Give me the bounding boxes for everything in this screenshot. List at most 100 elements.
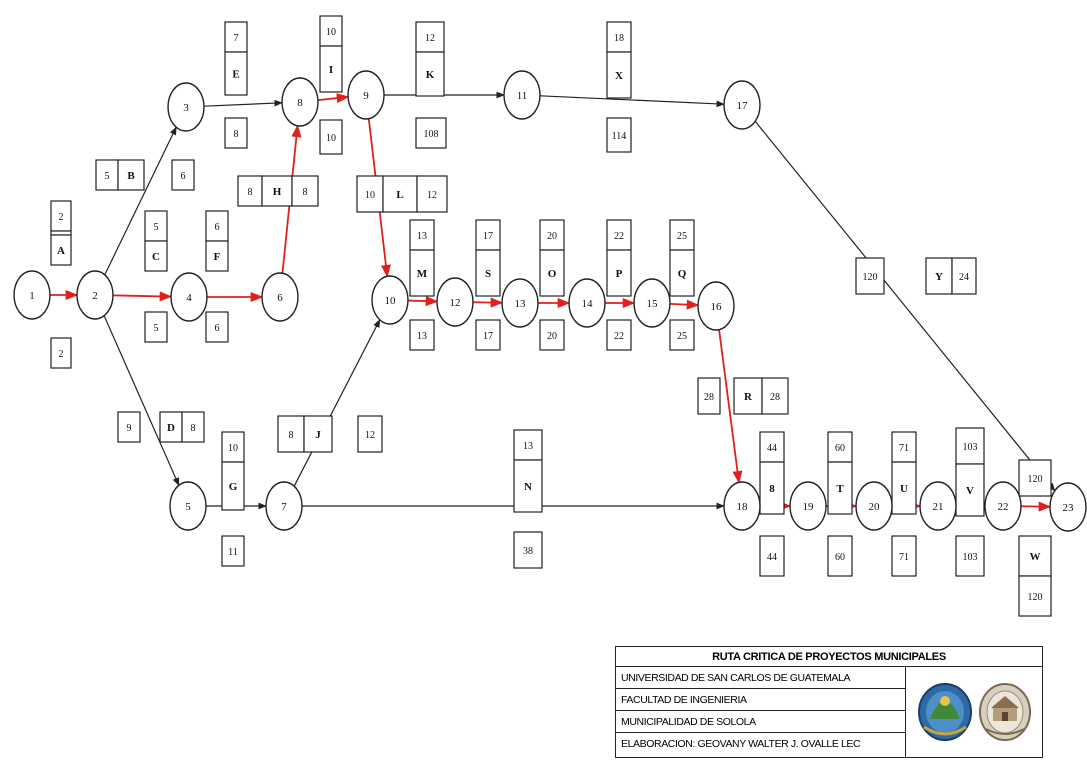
activity-G-name-cell: G [221, 461, 245, 511]
event-node-circle [169, 481, 207, 531]
activity-H-es-cell: 8 [237, 175, 263, 207]
activity-box-border [221, 461, 245, 511]
activity-Y-lf-cell: 24 [951, 257, 977, 295]
event-node-19: 19 [789, 481, 827, 531]
activity-P-es-cell: 22 [606, 219, 632, 251]
activity-name-text: S [485, 268, 491, 280]
activity-I-lf-cell: 10 [319, 119, 343, 155]
event-node-label: 6 [277, 292, 283, 304]
activity-box-border [117, 159, 145, 191]
event-node-circle [789, 481, 827, 531]
activity-name-text: B [127, 170, 135, 182]
activity-lf-text: 12 [427, 190, 437, 201]
activity-box-border [319, 45, 343, 93]
activity-es-text: 10 [365, 190, 375, 201]
event-node-9: 9 [347, 70, 385, 120]
event-node-7: 7 [265, 481, 303, 531]
activity-box-border [221, 535, 245, 567]
activity-E-lf-cell: 8 [224, 117, 248, 149]
activity-box-border [513, 459, 543, 513]
activity-box-border [475, 249, 501, 297]
activity-es-text: 13 [417, 231, 427, 242]
activity-box-border [357, 415, 383, 453]
event-node-label: 19 [803, 501, 815, 513]
activity-box-border [415, 51, 445, 97]
activity-es-text: 7 [234, 33, 239, 44]
event-node-10: 10 [371, 275, 409, 325]
activity-es-text: 18 [614, 33, 624, 44]
activity-name-text: R [744, 391, 753, 403]
activity-lf-text: 13 [417, 331, 427, 342]
activity-Y-name-cell: Y [925, 257, 953, 295]
activity-es-text: 103 [963, 442, 978, 453]
activity-name-text: K [426, 69, 435, 81]
activity-box-border [955, 427, 985, 465]
event-node-4: 4 [170, 272, 208, 322]
event-node-circle [919, 481, 957, 531]
activity-arrow-n16-n18 [718, 329, 743, 484]
activity-lf-text: 103 [963, 552, 978, 563]
activity-lf-text: 25 [677, 331, 687, 342]
activity-box-border [205, 311, 229, 343]
event-node-16: 16 [697, 281, 735, 331]
activity-R-es-cell: 28 [697, 377, 721, 415]
activity-box-border [224, 117, 248, 149]
activity-name-text: V [966, 485, 974, 497]
activity-G-es-cell: 10 [221, 431, 245, 463]
activity-L-lf-cell: 12 [416, 175, 448, 213]
event-node-13: 13 [501, 278, 539, 328]
activity-es-text: 20 [547, 231, 557, 242]
activity-lf-text: 20 [547, 331, 557, 342]
activity-es-text: 12 [425, 33, 435, 44]
activity-lf-text: 6 [215, 323, 220, 334]
activity-Q-lf-cell: 25 [669, 319, 695, 351]
activity-K-es-cell: 12 [415, 21, 445, 53]
activity-box-border [291, 175, 319, 207]
event-node-label: 12 [450, 297, 461, 309]
activity-box-border [224, 51, 248, 96]
activity-V-name-cell: V [955, 463, 985, 517]
activity-U-name-cell: U [891, 461, 917, 515]
event-node-circle [347, 70, 385, 120]
activity-B-lf-cell: 6 [171, 159, 195, 191]
activity-es-text: 5 [154, 222, 159, 233]
activity-I-name-cell: I [319, 45, 343, 93]
activity-O-es-cell: 20 [539, 219, 565, 251]
event-node-circle [503, 70, 541, 120]
activity-lf-text: 44 [767, 552, 777, 563]
activity-es-text: 60 [835, 443, 845, 454]
activity-box-border [409, 319, 435, 351]
event-node-circle [261, 272, 299, 322]
activity-E-name-cell: E [224, 51, 248, 96]
activity-arrow-n15-n16 [669, 299, 700, 310]
event-node-label: 15 [647, 298, 659, 310]
event-node-label: 11 [517, 90, 528, 102]
activity-name-text: U [900, 483, 908, 495]
event-node-15: 15 [633, 278, 671, 328]
activity-arrow-n2-n3 [104, 126, 177, 276]
activity-F-lf-cell: 6 [205, 311, 229, 343]
activity-M-es-cell: 13 [409, 219, 435, 251]
activity-box-border [951, 257, 977, 295]
activity-name-text: M [417, 268, 428, 280]
activity-A-name-cell: A [50, 234, 72, 266]
activity-J-lf-cell: 12 [357, 415, 383, 453]
event-node-circle [76, 270, 114, 320]
activity-box-border [606, 21, 632, 53]
activity-V-lf-cell: 103 [955, 535, 985, 577]
event-node-circle [984, 481, 1022, 531]
activity-K-name-cell: K [415, 51, 445, 97]
activity-box-border [606, 249, 632, 297]
activity-box-border [303, 415, 333, 453]
activity-F-name-cell: F [205, 240, 229, 272]
activity-name-text: D [167, 422, 175, 434]
activity-box-border [319, 119, 343, 155]
activity-lf-text: 11 [228, 547, 238, 558]
activity-Z-name-cell: 8 [759, 461, 785, 515]
activity-box-border [475, 319, 501, 351]
activity-L-es-cell: 10 [356, 175, 384, 213]
activity-lf-text: 2 [59, 349, 64, 360]
activity-es-text: 5 [105, 171, 110, 182]
university-seal-logo [918, 683, 972, 741]
